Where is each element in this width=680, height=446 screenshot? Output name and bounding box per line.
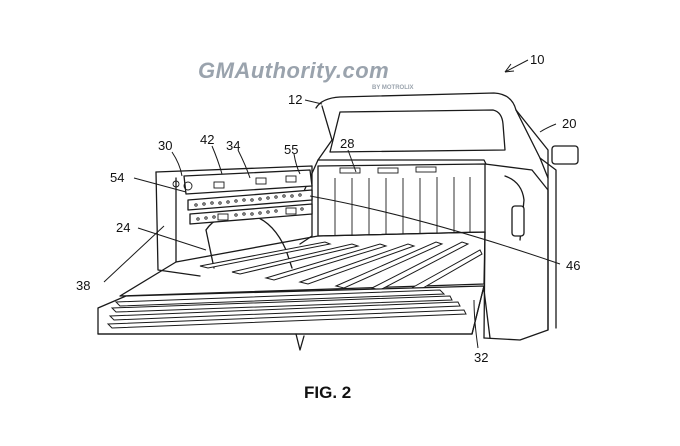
bed-floor <box>119 231 486 297</box>
truck-cab <box>299 92 557 331</box>
ref-20: 20 <box>562 116 576 131</box>
watermark-text: GMAuthority.com <box>198 58 389 83</box>
watermark-byline: BY MOTROLIX <box>372 85 414 91</box>
accessory-rail <box>172 169 313 225</box>
ref-32: 32 <box>474 350 488 365</box>
ref-55: 55 <box>284 142 298 157</box>
ref-30: 30 <box>158 138 172 153</box>
ref-24: 24 <box>116 220 130 235</box>
ref-46: 46 <box>566 258 580 273</box>
tail-light <box>511 205 525 237</box>
ref-28: 28 <box>340 136 354 151</box>
reference-numerals: 10 12 20 28 30 42 34 55 54 24 38 46 32 <box>76 52 580 365</box>
leader-lines <box>103 59 561 349</box>
watermark-logo: GMAuthority.com BY MOTROLIX <box>198 58 414 91</box>
leader-arrow-10 <box>504 59 529 73</box>
right-side-wall <box>483 163 549 341</box>
ref-54: 54 <box>110 170 124 185</box>
ref-10: 10 <box>530 52 544 67</box>
ref-42: 42 <box>200 132 214 147</box>
rear-window <box>329 109 506 153</box>
figure-caption: FIG. 2 <box>304 383 351 402</box>
ref-12: 12 <box>288 92 302 107</box>
ref-38: 38 <box>76 278 90 293</box>
rail-slots <box>194 193 304 221</box>
bed-front-wall <box>317 163 486 237</box>
tailgate <box>97 285 491 351</box>
side-mirror <box>551 145 579 165</box>
ref-34: 34 <box>226 138 240 153</box>
